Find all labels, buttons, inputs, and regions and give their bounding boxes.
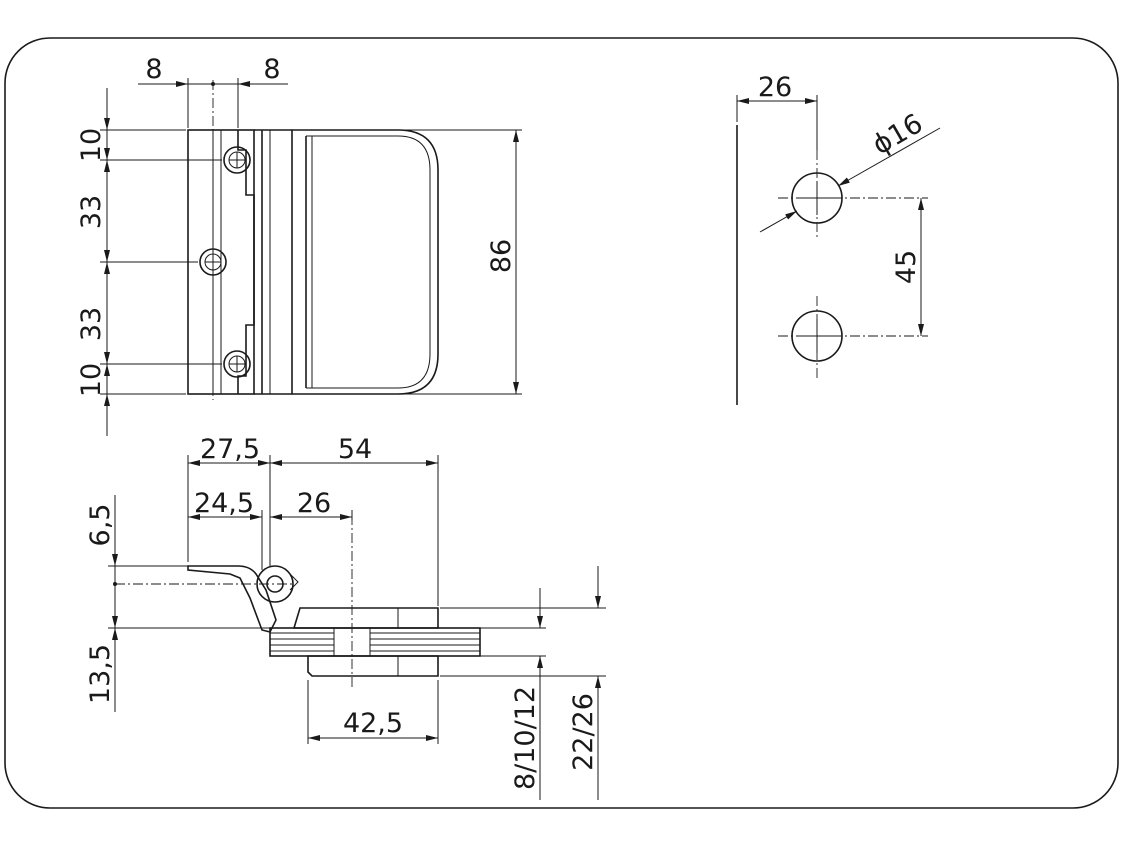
- dim-distance-from-edge: 26: [758, 72, 792, 103]
- dim-offset-top: 6,5: [85, 504, 116, 547]
- screw-top: [223, 146, 251, 174]
- dim-spacing-upper: 33: [76, 195, 107, 229]
- hole-pattern-view: 26 ϕ16 45: [736, 72, 941, 405]
- dimensions-side-view: 27,5 54 24,5 26 6,5 13,5 42,5 8/10/12 22…: [85, 434, 606, 800]
- pivot-outer: [256, 565, 294, 603]
- dim-total-thickness: 22/26: [568, 693, 599, 771]
- dim-overall-height: 86: [486, 239, 517, 273]
- dimension-hole-offsets: 8 8: [138, 54, 288, 128]
- dim-width-outer: 27,5: [200, 434, 260, 465]
- dim-spacing-lower: 33: [76, 307, 107, 341]
- dimension-overall-height: 86: [400, 129, 522, 395]
- dim-hole-offset-left: 8: [145, 54, 162, 85]
- dimension-chain-left: 10 33 33 10: [76, 88, 222, 436]
- dim-hole-offset: 26: [297, 488, 331, 519]
- clamp-body: [291, 129, 439, 395]
- dim-edge-top: 10: [76, 128, 107, 162]
- dim-hole-diameter: ϕ16: [867, 108, 928, 161]
- dim-clamp-length: 42,5: [343, 708, 403, 739]
- dim-glass-thickness: 8/10/12: [510, 686, 541, 790]
- hole-lower: [778, 296, 928, 378]
- dim-hole-offset-right: 8: [263, 54, 280, 85]
- hinge-front-view: [187, 80, 439, 400]
- dim-edge-bottom: 10: [76, 363, 107, 397]
- lever-arm: [187, 565, 277, 633]
- hinge-side-view: [115, 515, 481, 690]
- screw-bottom: [223, 350, 251, 378]
- dim-leaf-length: 54: [338, 434, 372, 465]
- hole-upper: [778, 150, 928, 240]
- glass-pane: [269, 627, 481, 657]
- dim-width-inner: 24,5: [194, 488, 254, 519]
- dim-hole-spacing: 45: [891, 250, 922, 284]
- drawing-frame: [4, 37, 1119, 809]
- dim-offset-bottom: 13,5: [85, 644, 116, 704]
- clamp-plate-bottom: [307, 655, 439, 677]
- clamp-plate-top: [292, 607, 439, 629]
